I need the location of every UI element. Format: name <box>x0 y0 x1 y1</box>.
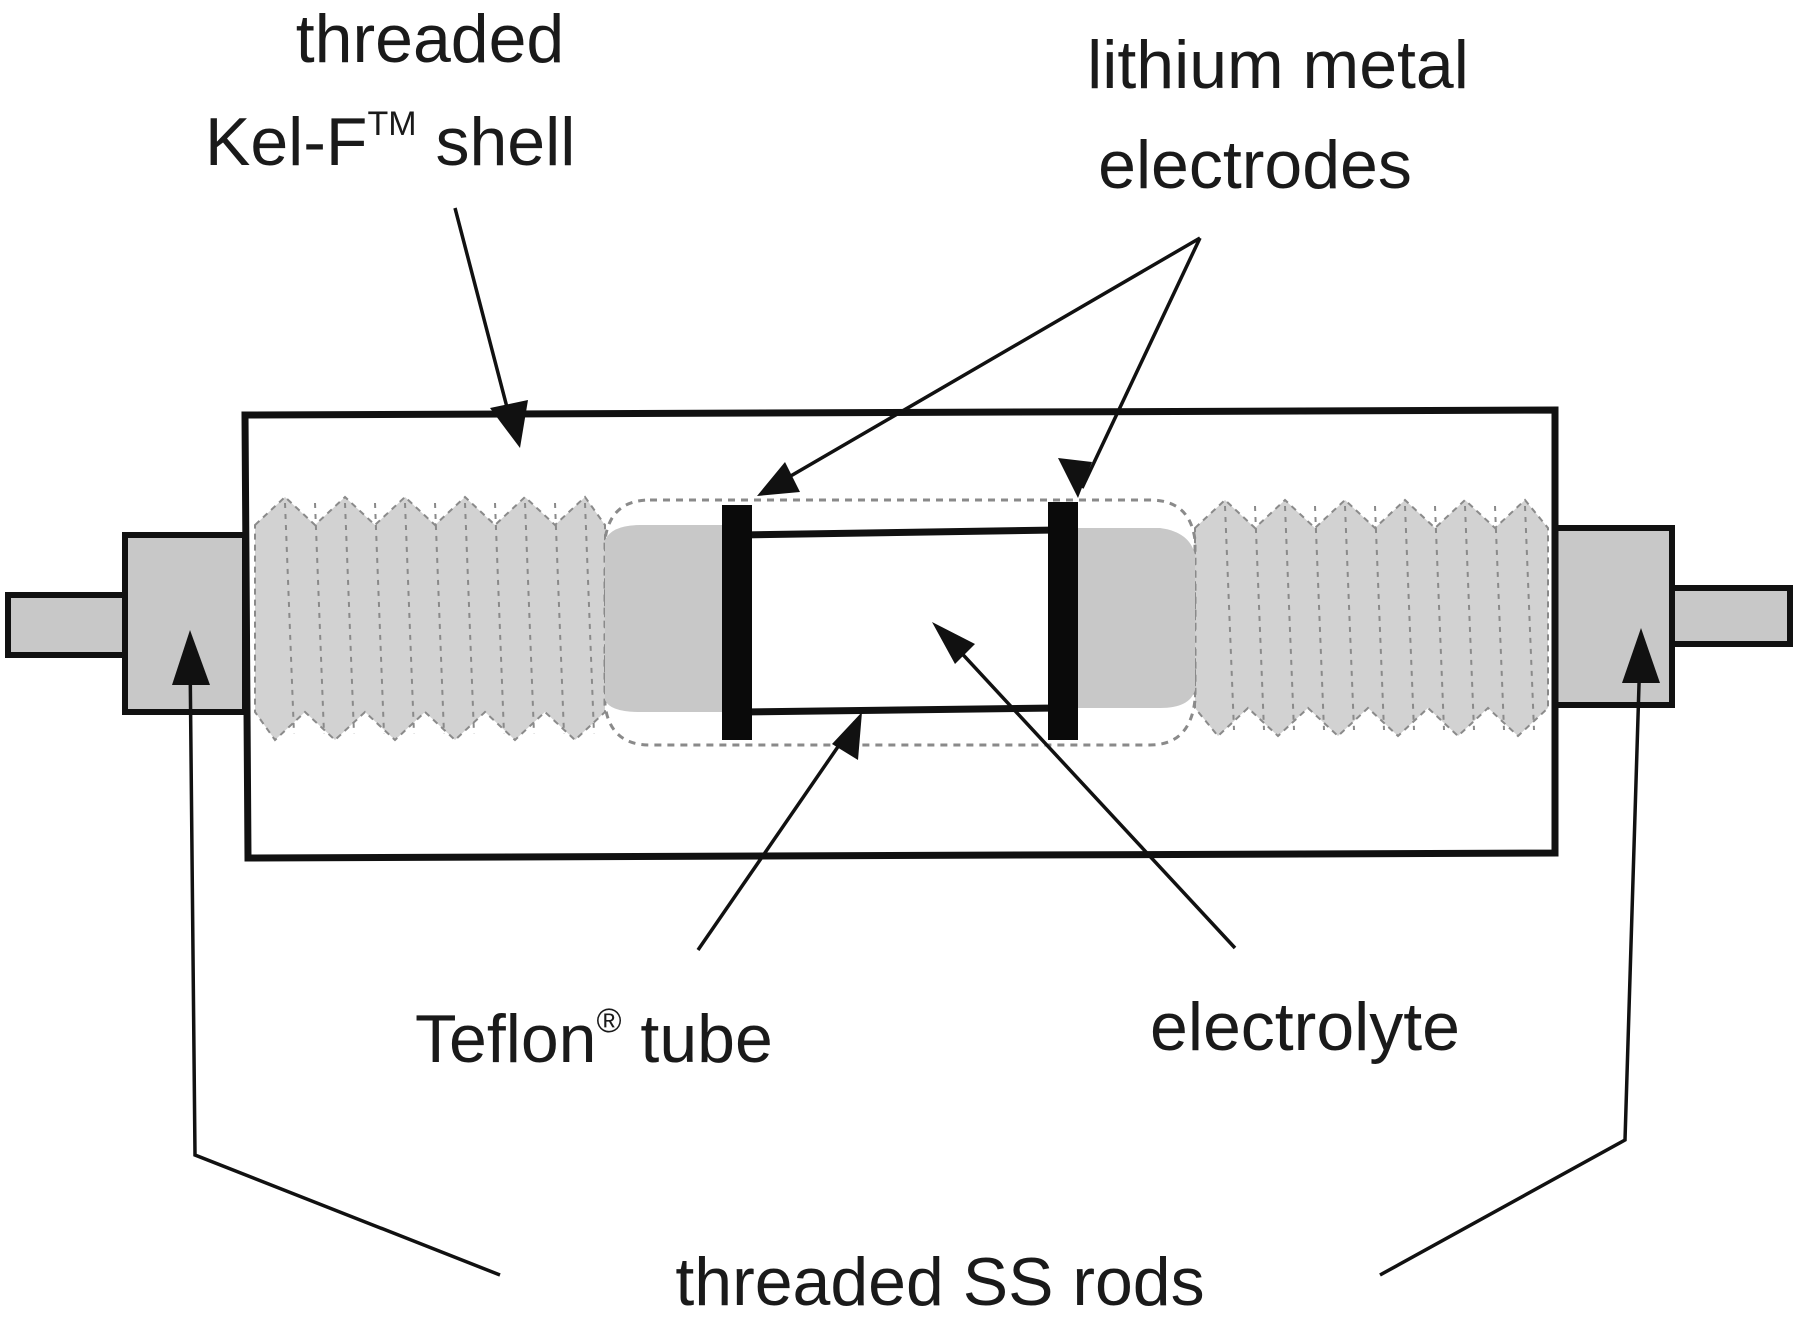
electrode-arrow-right <box>1080 237 1202 489</box>
thread-line <box>1494 505 1505 731</box>
rods-label: threaded SS rods <box>675 1244 1204 1320</box>
left-thread-profile <box>254 495 606 742</box>
thread-line <box>1464 505 1475 731</box>
electrolyte-arrowhead <box>932 622 975 664</box>
shell-label-tm: TM <box>367 105 416 143</box>
electrodes-label-line2: electrodes <box>1098 127 1412 203</box>
lithium-electrode-left <box>722 505 752 740</box>
electrolyte-label: electrolyte <box>1150 989 1460 1065</box>
right-thread-lines <box>1224 505 1535 731</box>
right-thread-profile <box>1194 498 1549 738</box>
left-rod-pin <box>5 592 131 658</box>
thread-line <box>1284 505 1295 731</box>
electrolyte-arrow <box>940 630 1237 950</box>
teflon-arrowhead <box>832 712 862 760</box>
thread-line <box>1314 505 1325 731</box>
shell-label-line2: Kel-FTM shell <box>205 104 575 180</box>
right-inner-rod <box>1075 528 1195 708</box>
electrodes-label-line1: lithium metal <box>1087 27 1469 103</box>
electrode-left-arrowhead <box>757 462 800 496</box>
shell-label-kelf: Kel-F <box>205 104 367 180</box>
right-threaded-rod <box>1194 498 1549 738</box>
teflon-label-reg: ® <box>596 1002 621 1040</box>
thread-line <box>1344 505 1355 731</box>
teflon-tube-arrow <box>696 721 857 951</box>
thread-line <box>1404 505 1415 731</box>
rod-left-arrowhead <box>172 630 210 685</box>
shell-arrowhead <box>490 400 528 448</box>
left-inner-rod <box>605 525 725 712</box>
electrode-right-arrowhead <box>1058 458 1092 498</box>
teflon-tube-label: Teflon® tube <box>415 1001 773 1077</box>
left-rod-head <box>122 532 248 715</box>
shell-label-line1: threaded <box>296 1 564 77</box>
electrolyte-chamber <box>736 526 1059 716</box>
teflon-tube-outline <box>603 498 1197 747</box>
rod-arrow-right <box>1379 651 1642 1277</box>
electrode-arrow-left <box>769 236 1201 490</box>
teflon-label-teflon: Teflon <box>415 1001 596 1077</box>
thread-line <box>1224 505 1235 731</box>
thread-line <box>1254 505 1265 731</box>
shell-arrow <box>453 207 517 439</box>
thread-line <box>1374 505 1385 731</box>
left-threaded-rod <box>254 495 606 742</box>
teflon-label-tube: tube <box>622 1001 773 1077</box>
right-rod-pin <box>1665 585 1793 647</box>
lithium-electrode-right <box>1048 502 1078 740</box>
rod-arrow-left <box>188 651 501 1277</box>
thread-line <box>1434 505 1445 731</box>
shell-label-shell: shell <box>417 104 576 180</box>
thread-line <box>1524 505 1535 731</box>
rod-right-arrowhead <box>1622 628 1660 683</box>
